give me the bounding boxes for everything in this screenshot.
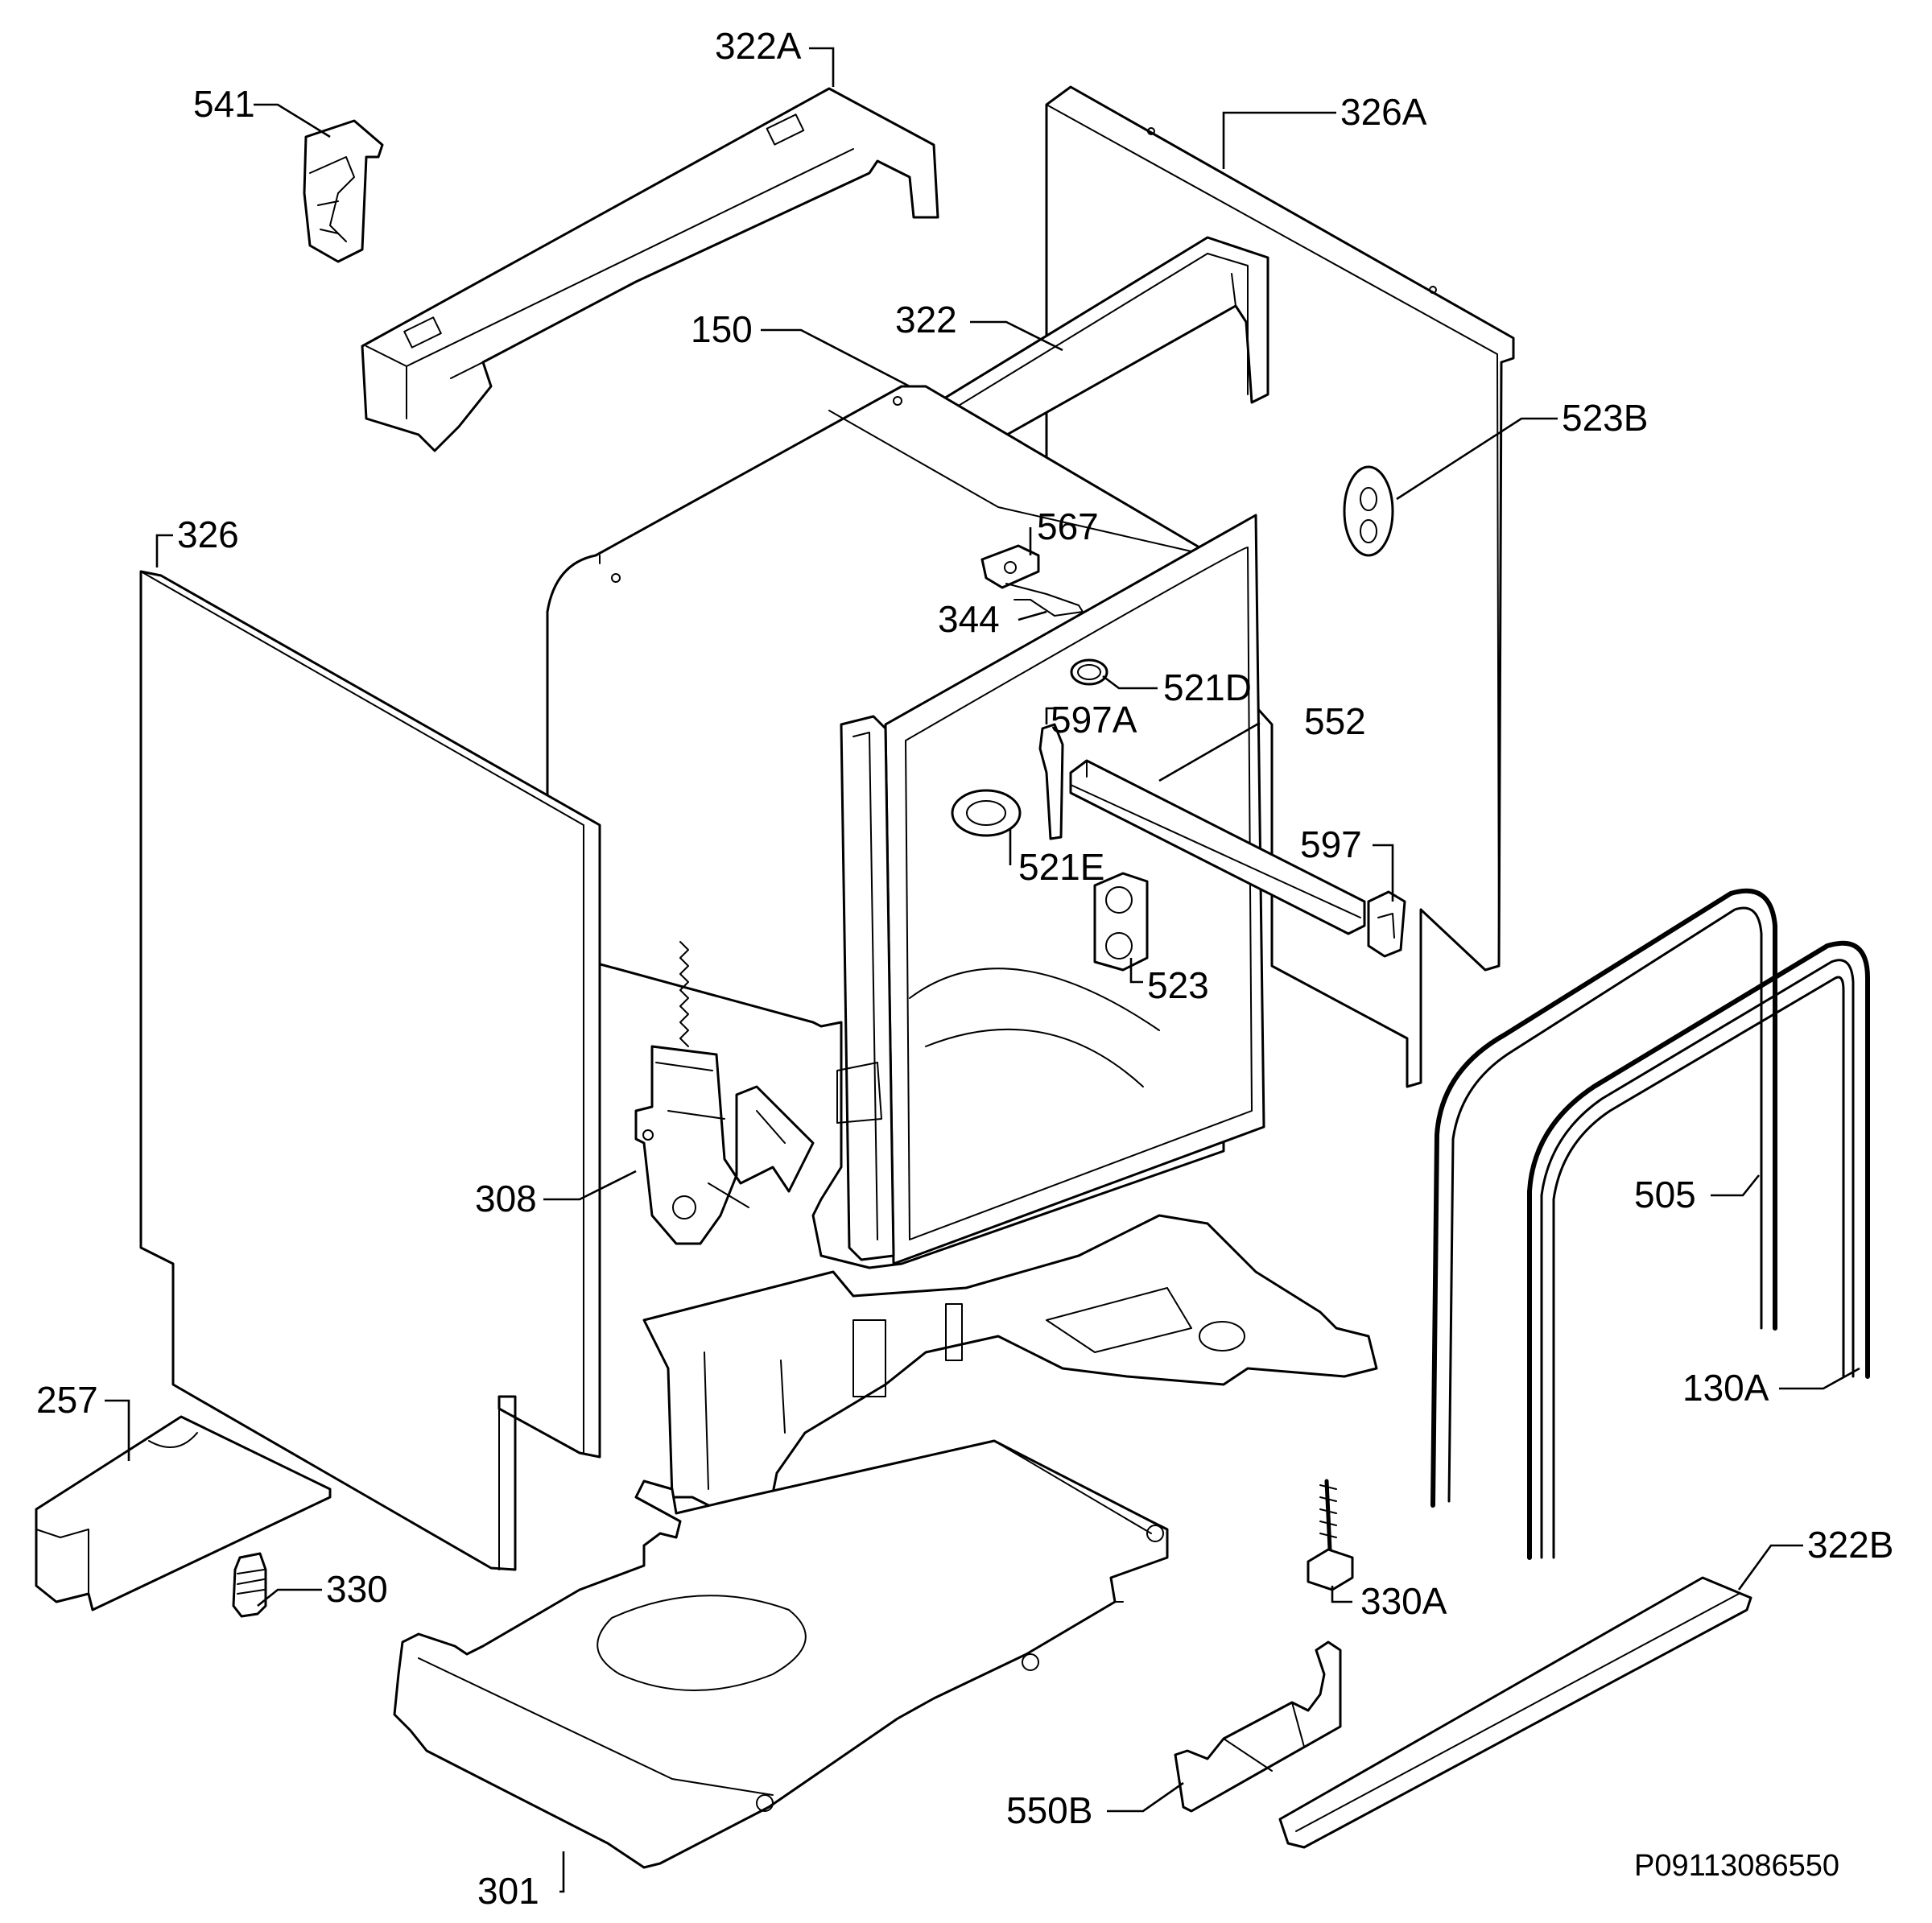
part-322a-top-frame xyxy=(361,87,939,452)
part-326-panel xyxy=(139,570,601,1571)
drawing-reference-code: P09113086550 xyxy=(1634,1849,1839,1883)
callout-322a: 322A xyxy=(715,25,802,67)
part-330a-foot xyxy=(1307,1479,1354,1591)
part-150-tub-front-frame xyxy=(836,514,1265,1265)
callout-330: 330 xyxy=(326,1568,388,1610)
part-523b-grommet xyxy=(1343,465,1394,557)
callout-130a: 130A xyxy=(1682,1367,1769,1409)
part-505-seal xyxy=(1430,888,1777,1508)
part-322b-trim-strip xyxy=(1278,1576,1752,1849)
part-301-base-tray xyxy=(393,1439,1169,1869)
part-552-rail xyxy=(1069,759,1366,935)
callout-322: 322 xyxy=(895,299,957,340)
callout-308: 308 xyxy=(475,1178,537,1219)
callout-521e: 521E xyxy=(1018,846,1104,888)
callout-344: 344 xyxy=(938,598,1000,640)
part-597-end-cap xyxy=(1367,890,1406,958)
part-523-connector xyxy=(1093,872,1149,972)
callout-597a: 597A xyxy=(1051,699,1137,741)
callout-322b: 322B xyxy=(1807,1524,1893,1566)
callout-301: 301 xyxy=(477,1870,539,1912)
part-330-plug xyxy=(232,1552,267,1618)
part-597a-pin xyxy=(1038,723,1064,840)
callout-326: 326 xyxy=(177,514,239,555)
callout-597: 597 xyxy=(1300,823,1362,865)
callout-567: 567 xyxy=(1037,506,1099,547)
callout-523b: 523B xyxy=(1562,397,1648,439)
part-550b-bracket xyxy=(1174,1640,1342,1813)
part-257-box xyxy=(35,1415,332,1611)
callout-552: 552 xyxy=(1304,700,1366,742)
callout-326a: 326A xyxy=(1340,91,1427,133)
leader-lines xyxy=(105,47,1860,1893)
callout-521d: 521D xyxy=(1163,666,1252,708)
callout-550b: 550B xyxy=(1006,1789,1092,1831)
part-521d-ring xyxy=(1070,658,1108,686)
part-521e-nut-ring xyxy=(951,789,1022,837)
part-130a-seal xyxy=(1527,940,1870,1560)
callout-541: 541 xyxy=(193,83,255,125)
callout-labels: 322A 541 326A 150 322 523B 326 567 344 5… xyxy=(36,25,1893,1912)
part-308-hinge xyxy=(634,941,815,1245)
callout-330a: 330A xyxy=(1360,1580,1447,1622)
part-541-clip xyxy=(303,119,384,263)
callout-257: 257 xyxy=(36,1379,98,1421)
part-567-bracket xyxy=(980,544,1040,589)
callout-505: 505 xyxy=(1634,1174,1696,1215)
callout-150: 150 xyxy=(691,308,753,350)
part-344-spring xyxy=(1005,583,1084,617)
callout-523: 523 xyxy=(1147,964,1209,1006)
